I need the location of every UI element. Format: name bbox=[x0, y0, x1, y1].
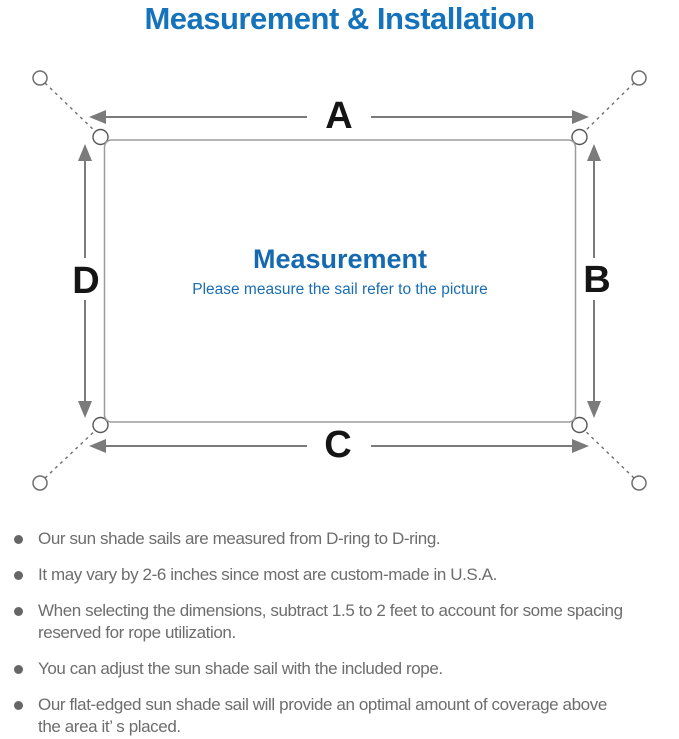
anchor-point-icon-bottom-right bbox=[631, 475, 647, 491]
dimension-label-a: A bbox=[325, 95, 352, 137]
note-line: Our sun shade sails are measured from D-… bbox=[38, 529, 441, 548]
rope-dashed-line-bottom-right bbox=[579, 425, 635, 479]
page-title: Measurement & Installation bbox=[144, 1, 535, 36]
diagram-heading: Measurement bbox=[253, 244, 427, 274]
bullet-icon bbox=[14, 665, 23, 674]
note-line: When selecting the dimensions, subtract … bbox=[38, 601, 623, 620]
note-line: the area it’ s placed. bbox=[38, 717, 181, 736]
note-line: You can adjust the sun shade sail with t… bbox=[38, 659, 443, 678]
anchor-point-icon-top-left bbox=[32, 70, 48, 86]
dimension-label-c: C bbox=[324, 424, 351, 466]
note-line: reserved for rope utilization. bbox=[38, 623, 236, 642]
height-arrow-right bbox=[587, 144, 601, 418]
rope-dashed-line-top-right bbox=[579, 82, 635, 137]
note-text: Our flat-edged sun shade sail will provi… bbox=[38, 694, 679, 738]
note-text: It may vary by 2-6 inches since most are… bbox=[38, 564, 679, 586]
note-line: Our flat-edged sun shade sail will provi… bbox=[38, 695, 607, 714]
note-item: It may vary by 2-6 inches since most are… bbox=[0, 564, 679, 586]
note-line: It may vary by 2-6 inches since most are… bbox=[38, 565, 497, 584]
bullet-icon bbox=[14, 701, 23, 710]
rope-dashed-line-bottom-left bbox=[44, 425, 101, 479]
anchor-point-icon-top-right bbox=[631, 70, 647, 86]
width-arrow-top bbox=[89, 110, 589, 124]
anchor-point-icon-bottom-left bbox=[32, 475, 48, 491]
d-ring-icon-top-left bbox=[92, 128, 109, 146]
measurement-diagram: A C D B bbox=[0, 55, 679, 513]
note-text: Our sun shade sails are measured from D-… bbox=[38, 528, 679, 550]
width-arrow-bottom bbox=[89, 439, 589, 453]
diagram-subheading: Please measure the sail refer to the pic… bbox=[192, 281, 488, 298]
note-text: You can adjust the sun shade sail with t… bbox=[38, 658, 679, 680]
height-arrow-left bbox=[78, 144, 92, 418]
bullet-icon bbox=[14, 607, 23, 616]
dimension-label-d: D bbox=[72, 260, 99, 302]
d-ring-icon-bottom-left bbox=[92, 416, 109, 434]
measurement-diagram-svg: A C D B bbox=[32, 70, 647, 491]
d-ring-icon-bottom-right bbox=[571, 416, 588, 434]
sail-outline bbox=[103, 139, 577, 423]
note-item: When selecting the dimensions, subtract … bbox=[0, 600, 679, 644]
bullet-icon bbox=[14, 571, 23, 580]
notes-list: Our sun shade sails are measured from D-… bbox=[0, 528, 679, 739]
note-text: When selecting the dimensions, subtract … bbox=[38, 600, 679, 644]
dimension-label-b: B bbox=[583, 259, 610, 301]
bullet-icon bbox=[14, 535, 23, 544]
rope-dashed-line-top-left bbox=[44, 82, 101, 137]
note-item: Our sun shade sails are measured from D-… bbox=[0, 528, 679, 550]
note-item: Our flat-edged sun shade sail will provi… bbox=[0, 694, 679, 738]
d-ring-icon-top-right bbox=[571, 128, 588, 146]
note-item: You can adjust the sun shade sail with t… bbox=[0, 658, 679, 680]
